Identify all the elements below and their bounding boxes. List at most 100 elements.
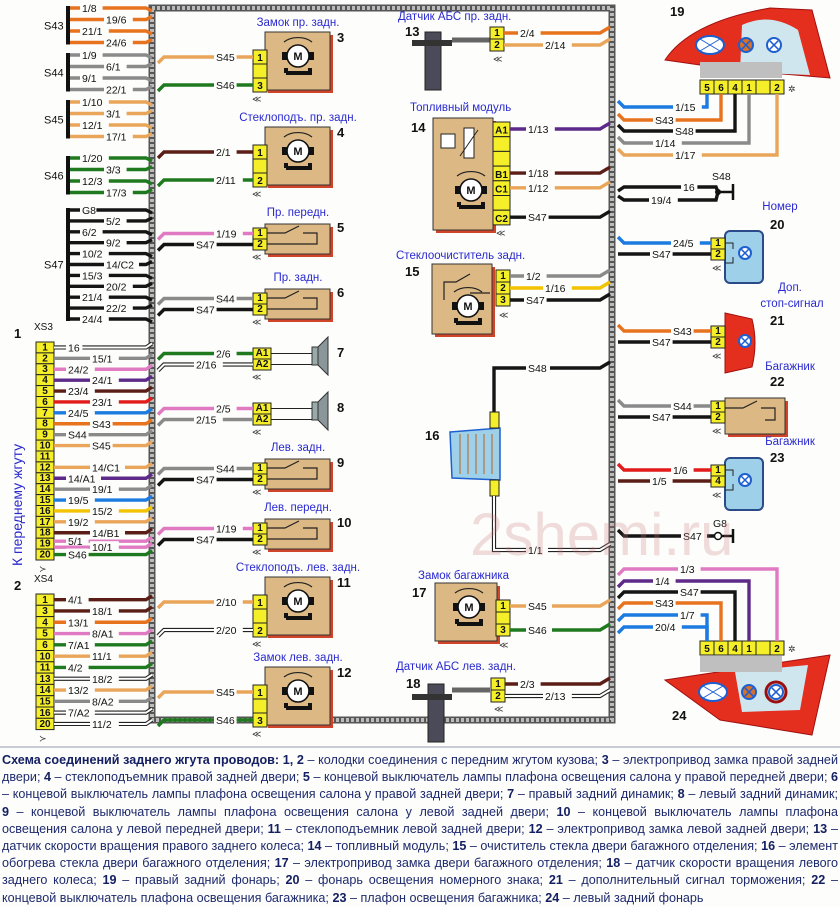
wire-label-bg xyxy=(524,294,547,306)
pin-number: 13 xyxy=(39,674,51,685)
pin-number: 1 xyxy=(257,53,263,64)
wire-core xyxy=(70,303,153,310)
wire-code: S45 xyxy=(92,441,111,453)
connector-pin xyxy=(755,79,771,95)
wire-core xyxy=(156,242,253,252)
wire-label-bg xyxy=(66,385,95,398)
wire-code: 22/2 xyxy=(106,303,127,315)
caption-text: – колодки соединения с передним жгутом к… xyxy=(303,753,602,767)
wire-label-bg xyxy=(66,706,95,719)
wire-code: S44 xyxy=(673,401,692,413)
component-connector: 12 xyxy=(252,522,268,546)
wire-label-bg xyxy=(90,650,119,663)
component-connector: 14 xyxy=(710,464,726,488)
wire-code: 2/14 xyxy=(545,40,566,52)
caption-key: 21 xyxy=(548,873,563,888)
wire-code: 19/1 xyxy=(92,484,113,496)
motor-icon xyxy=(286,589,310,613)
component-number: 21 xyxy=(770,313,784,328)
wire-code: 16 xyxy=(68,342,80,354)
component-title: Багажник xyxy=(765,436,816,448)
wire-code: 11/1 xyxy=(92,651,112,663)
component-number: 13 xyxy=(405,24,419,39)
wire-label-bg xyxy=(90,717,119,730)
actuator-bracket xyxy=(454,318,482,325)
splice-wire xyxy=(70,259,153,267)
wire-label-bg xyxy=(543,690,572,702)
caption-text: – правый задний динамик; xyxy=(514,787,678,802)
wire-label-bg xyxy=(104,280,133,293)
pin-number: 6 xyxy=(42,640,48,651)
component-title: Стеклоподъ. пр. задн. xyxy=(239,112,357,124)
pin-number: B1 xyxy=(495,170,508,181)
splice-bar xyxy=(66,208,70,321)
wire-core xyxy=(54,374,153,382)
wire-core xyxy=(156,690,253,700)
caption-text: – концевой выключатель лампы плафона осв… xyxy=(309,770,831,785)
connector-pin xyxy=(492,150,511,167)
wire-code: 13/2 xyxy=(68,685,89,697)
wire-code: S47 xyxy=(528,212,547,224)
wire-label-bg xyxy=(90,483,119,496)
wire-code: S48 xyxy=(675,126,694,138)
wire-label-bg xyxy=(90,461,125,474)
pin-number: 4 xyxy=(42,375,48,386)
motor-letter: M xyxy=(293,596,302,608)
component-number: 12 xyxy=(337,665,351,680)
caption-key: 12 xyxy=(528,821,543,836)
wire-label-bg xyxy=(66,593,89,606)
wire-label-bg xyxy=(80,204,97,216)
wire-label-bg xyxy=(90,374,119,387)
wire-code: 15/2 xyxy=(92,506,113,518)
wire-code: 19/2 xyxy=(68,517,89,529)
caption-key: 5 xyxy=(302,770,310,785)
wire-code: 24/2 xyxy=(68,364,89,376)
wire-label-bg xyxy=(80,247,109,260)
component-connector: 12 xyxy=(252,462,268,486)
wire-label-bg xyxy=(214,402,237,415)
wire-label-bg xyxy=(214,51,237,63)
actuator-bracket xyxy=(455,619,483,626)
wire-label-bg xyxy=(524,270,547,282)
plug-icon: ≪ xyxy=(712,490,721,500)
lamp-filament xyxy=(744,687,754,697)
component-wire xyxy=(156,307,253,317)
harness-direction-label: К переднему жгуту xyxy=(9,444,25,566)
component-number: 17 xyxy=(412,585,426,600)
wire-label-bg xyxy=(80,2,103,14)
pin-number: 11 xyxy=(40,451,51,462)
caption-text: – стеклоподъемник правой задней двери; xyxy=(51,770,303,785)
wire-code: 2/5 xyxy=(216,404,231,416)
wire-code: S44 xyxy=(216,464,235,476)
wire-core xyxy=(54,440,153,448)
plug-icon: ≪ xyxy=(712,263,721,273)
wire-code: 19/4 xyxy=(651,195,672,207)
plug-icon: ≪ xyxy=(712,426,721,436)
lamp-filament xyxy=(771,687,781,697)
wire-core xyxy=(54,719,153,725)
wire-core xyxy=(54,605,153,613)
wire-code: 12/3 xyxy=(82,176,103,188)
wire-core xyxy=(54,650,153,658)
pin-number: 3 xyxy=(42,606,48,617)
rotation-arrow-icon xyxy=(456,170,486,177)
component-wire xyxy=(156,150,253,160)
pin-number: 3 xyxy=(257,716,263,727)
pin-number: C1 xyxy=(495,185,508,196)
wire-label-bg xyxy=(214,347,237,360)
wire-label-bg xyxy=(653,597,676,609)
component-number: 20 xyxy=(770,217,784,232)
wire-core xyxy=(156,55,253,65)
wire-label-bg xyxy=(66,515,95,528)
switch-icon xyxy=(267,225,318,245)
wire-label-bg xyxy=(104,302,133,315)
wire-code: 2/11 xyxy=(216,175,236,187)
wire-label-bg xyxy=(194,238,217,251)
motor-brush xyxy=(308,52,314,60)
wire-label-bg xyxy=(90,526,125,539)
component-number: 9 xyxy=(337,455,344,470)
